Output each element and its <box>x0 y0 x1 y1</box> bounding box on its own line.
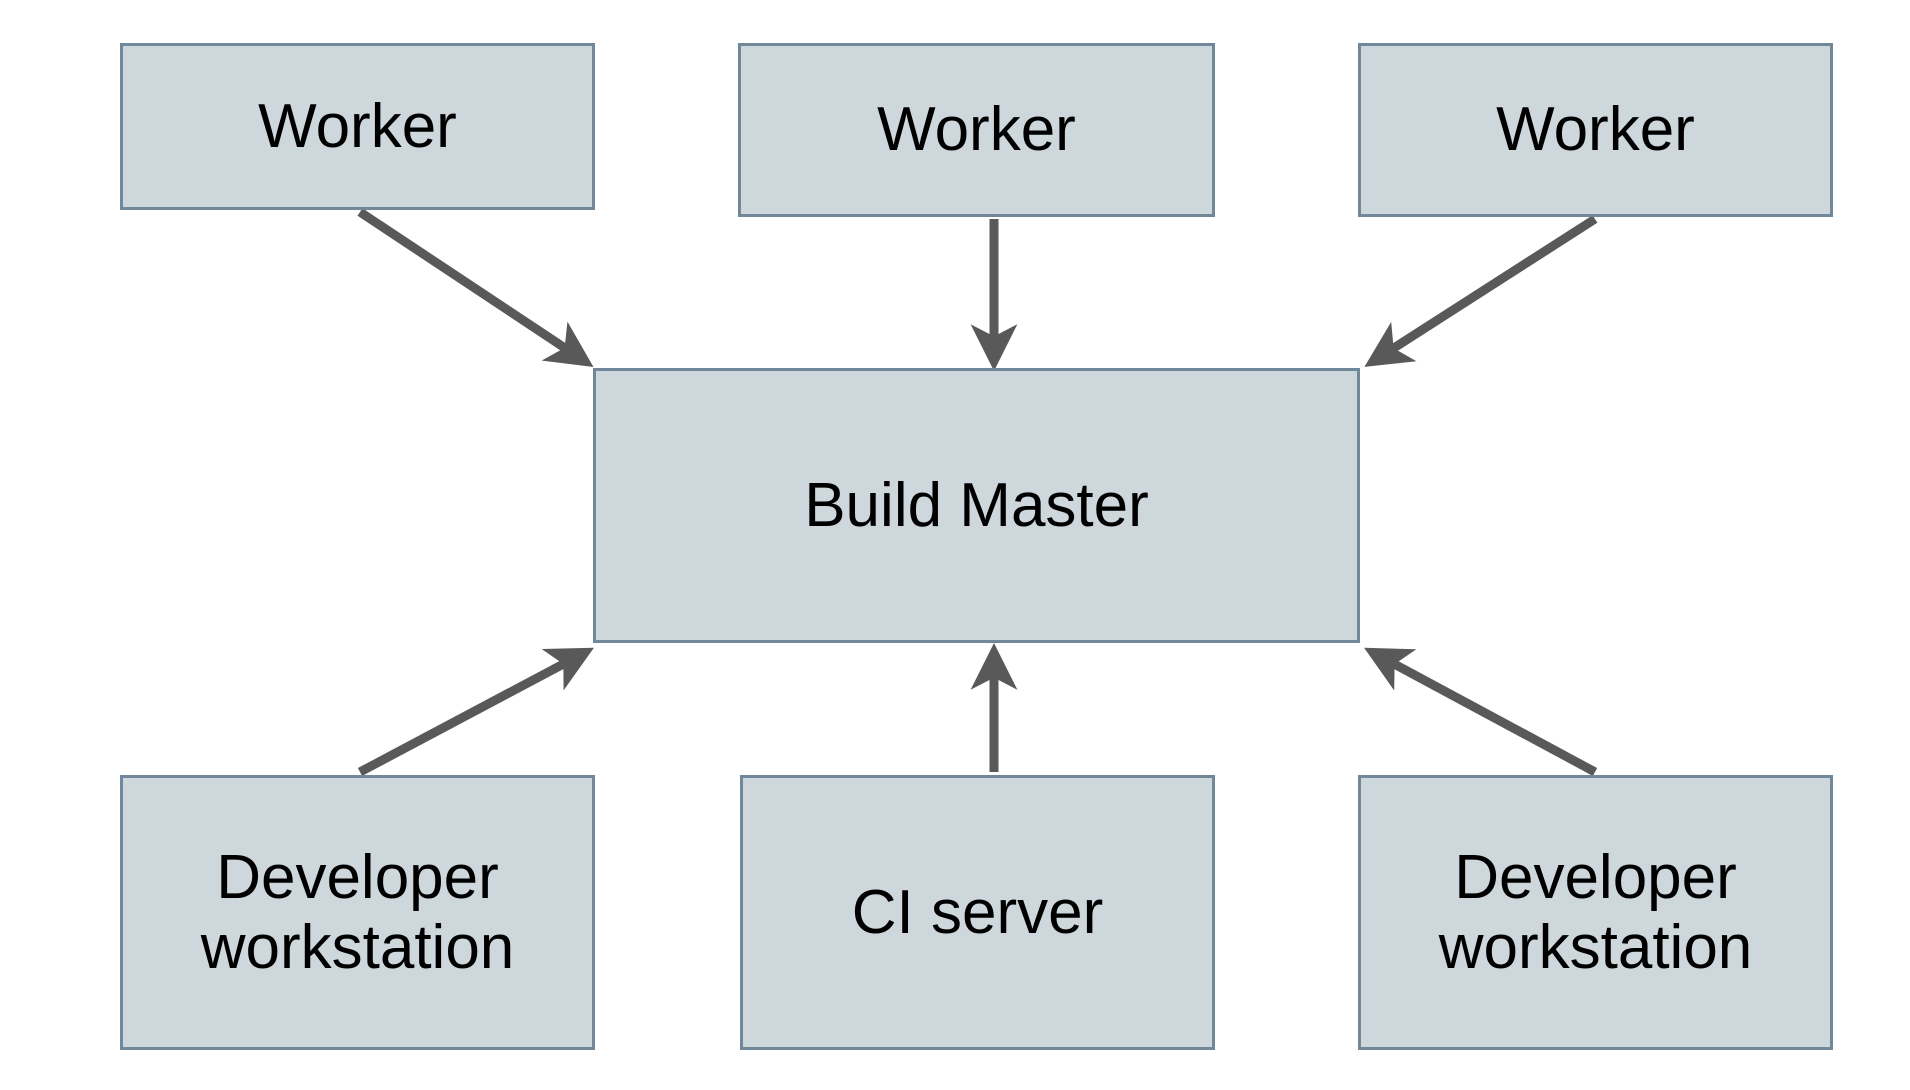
node-developer-workstation-2[interactable]: Developer workstation <box>1358 775 1833 1050</box>
node-build-master-label: Build Master <box>804 470 1149 540</box>
node-ci-server[interactable]: CI server <box>740 775 1215 1050</box>
node-worker-2[interactable]: Worker <box>738 43 1215 217</box>
node-ci-server-label: CI server <box>851 877 1104 947</box>
node-worker-2-label: Worker <box>877 95 1076 165</box>
edge-worker-1-to-build-master <box>357 208 594 367</box>
node-developer-workstation-1[interactable]: Developer workstation <box>120 775 595 1050</box>
node-worker-3[interactable]: Worker <box>1358 43 1833 217</box>
node-worker-1[interactable]: Worker <box>120 43 595 210</box>
node-worker-3-label: Worker <box>1496 95 1695 165</box>
node-worker-1-label: Worker <box>258 91 457 161</box>
edge-dev-ws-1-to-build-master <box>357 647 594 776</box>
node-developer-workstation-2-label: Developer workstation <box>1438 843 1753 982</box>
edge-worker-3-to-build-master <box>1364 215 1598 367</box>
edge-dev-ws-2-to-build-master <box>1364 647 1598 776</box>
node-build-master[interactable]: Build Master <box>593 368 1360 643</box>
node-developer-workstation-1-label: Developer workstation <box>200 843 515 982</box>
